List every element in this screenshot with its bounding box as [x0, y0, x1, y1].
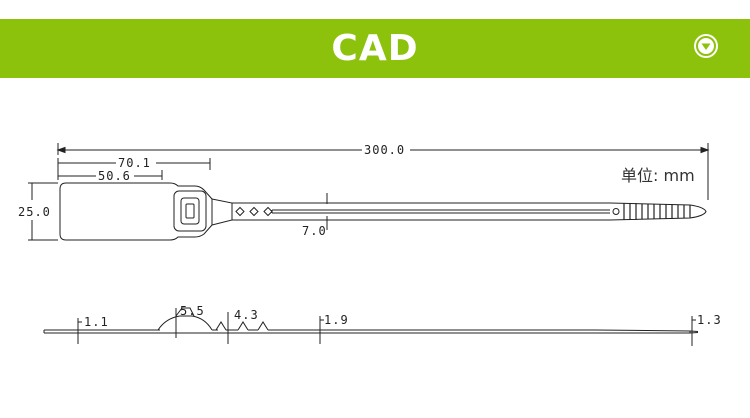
dim-strap-width: 7.0 — [302, 224, 327, 238]
dim-head-length: 50.6 — [98, 169, 131, 183]
dim-head-outer-length: 70.1 — [118, 156, 151, 170]
chevron-down-icon — [696, 36, 716, 56]
unit-label: 单位: mm — [621, 166, 695, 185]
page-title: CAD — [331, 28, 419, 69]
dim-strap-thickness: 1.9 — [324, 313, 349, 327]
dim-head-thickness: 1.1 — [84, 315, 109, 329]
dim-tail-thickness: 1.3 — [697, 313, 722, 327]
dim-ratchet-height: 4.3 — [234, 308, 259, 322]
collapse-toggle-button[interactable] — [694, 34, 718, 58]
dim-head-width: 25.0 — [18, 205, 51, 219]
dim-lock-height: 5.5 — [180, 304, 205, 318]
title-banner: CAD — [0, 19, 750, 78]
dim-overall-length: 300.0 — [364, 143, 405, 157]
